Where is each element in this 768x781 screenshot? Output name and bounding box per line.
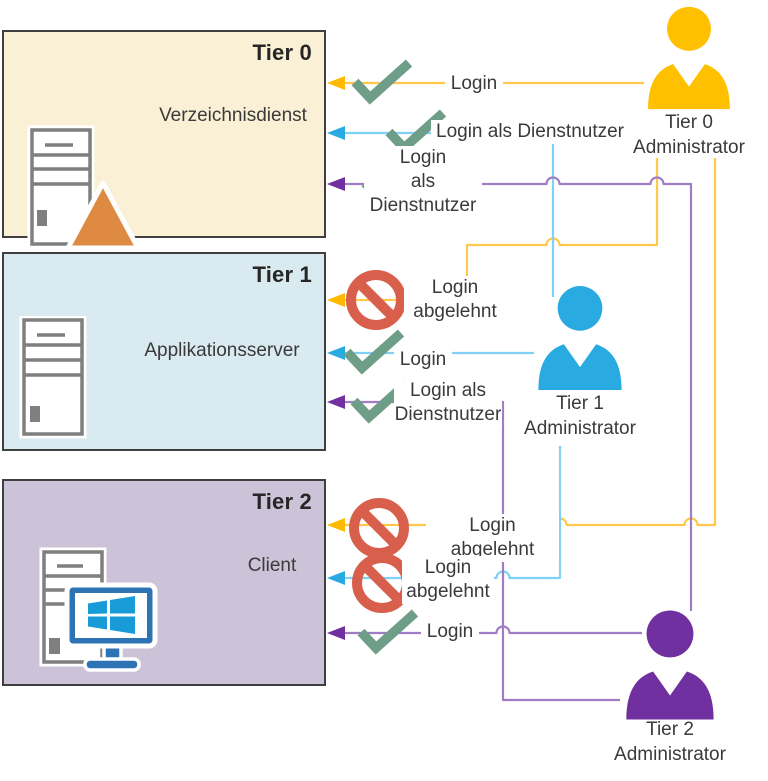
arrowhead-tier2-row3-icon	[327, 626, 345, 640]
tier1-label: Applikationsserver	[144, 340, 300, 361]
wire-label-admin2-tier0: Login als Dienstnutzer	[364, 146, 482, 218]
wire-label-admin2-tier1: Login als Dienstnutzer	[394, 379, 502, 427]
arrowhead-tier2-row2-icon	[327, 571, 345, 585]
denied-icon	[346, 270, 406, 330]
wire-label-admin2-tier2: Login	[421, 620, 479, 644]
tier0-label: Verzeichnisdienst	[159, 105, 307, 126]
allowed-check-icon	[343, 329, 405, 375]
tier2-administrator-label: Tier 2 Administrator	[614, 719, 726, 765]
tier1-administrator-person-icon	[538, 286, 622, 390]
tier2-label: Client	[247, 555, 297, 576]
tier0-title: Tier 0	[252, 40, 312, 65]
arrowhead-tier1-row3-icon	[327, 395, 345, 409]
arrowhead-tier1-row1-icon	[327, 293, 345, 307]
server-with-warning-triangle-icon	[27, 125, 141, 251]
arrowhead-tier0-row1-icon	[327, 76, 345, 90]
wire-label-admin1-tier1: Login	[394, 348, 452, 372]
tier1-administrator-label: Tier 1 Administrator	[524, 393, 636, 439]
wire-label-admin0-tier2: Login abgelehnt	[426, 514, 559, 562]
arrowhead-tier2-row1-icon	[327, 518, 345, 532]
tier1-title: Tier 1	[252, 262, 312, 287]
arrowhead-tier0-row2-icon	[327, 126, 345, 140]
desktop-computer-windows-icon	[39, 547, 158, 672]
arrowhead-tier1-row2-icon	[327, 346, 345, 360]
tier1-box: Tier 1 Applikationsserver	[2, 252, 326, 451]
wire-label-admin1-tier0: Login als Dienstnutzer	[431, 120, 629, 144]
tier0-administrator-person-icon	[648, 6, 730, 110]
wire-admin2-to-tier2	[345, 625, 642, 635]
server-icon	[19, 316, 87, 439]
tier0-administrator-label: Tier 0 Administrator	[633, 112, 745, 158]
wire-label-admin0-tier1: Login abgelehnt	[404, 276, 506, 324]
tier0-box: Tier 0 Verzeichnisdienst	[2, 30, 326, 251]
allowed-check-icon	[351, 59, 413, 105]
wire-label-admin1-tier2: Login abgelehnt	[402, 556, 494, 604]
denied-icon	[352, 553, 412, 613]
arrowhead-tier0-row3-icon	[327, 177, 345, 191]
allowed-check-icon	[357, 609, 419, 655]
windows-logo-icon	[88, 596, 135, 634]
tier2-box: Tier 2 Client	[2, 479, 326, 686]
wire-label-admin0-tier0: Login	[445, 72, 503, 96]
tier2-administrator-person-icon	[626, 610, 714, 720]
denied-icon	[349, 498, 409, 558]
warning-triangle-icon	[65, 180, 141, 251]
tier2-title: Tier 2	[252, 489, 312, 514]
